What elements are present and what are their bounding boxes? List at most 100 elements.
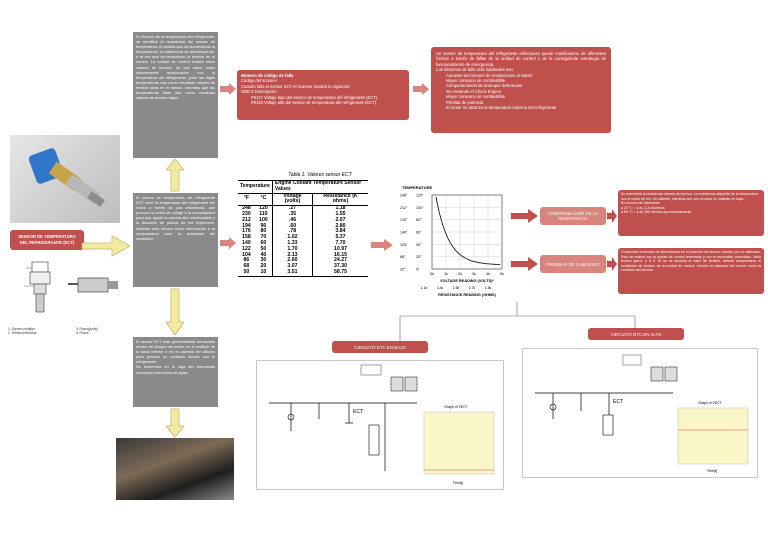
table-cell: .27	[272, 205, 314, 212]
table-cell: 40	[254, 252, 273, 259]
table-cell: 20	[254, 263, 273, 270]
fault-line: Cuando falla el sensor ECT el scanner re…	[241, 83, 351, 89]
curve-title: TEMPERATURE	[402, 185, 432, 190]
table-cell: 10.97	[334, 245, 348, 252]
table-cell: .46	[272, 217, 314, 224]
table-cell: 158	[242, 234, 251, 241]
curve-ytick-f: 176°	[400, 218, 408, 222]
curve-ytick-c: 0°	[416, 268, 420, 272]
curve-xvalue: 1.6k	[453, 286, 460, 290]
table-cell: 2.07	[335, 216, 346, 223]
curve-ytick-c: 100°	[416, 206, 424, 210]
curve-xtick: 0k	[430, 272, 434, 276]
symptom-lead: Los síntomas de falla más habituales son…	[436, 67, 514, 73]
sensor-label: SENSOR DE TEMPERATURA DEL REFRIGERANTE (…	[10, 230, 84, 250]
fault-line: OBD II Descripción.	[241, 89, 278, 95]
table-cell: 70	[254, 234, 273, 241]
curve-ytick-c: 80°	[416, 218, 422, 222]
table-cell: 230	[242, 210, 251, 217]
curve-ytick-f: 104°	[400, 243, 408, 247]
curve-xtick: 2k	[458, 272, 462, 276]
table-cell: 212	[242, 216, 251, 223]
arrow-up-top	[165, 158, 185, 192]
table-cell: 60	[254, 240, 273, 247]
check-resistance-label: COMPROBACIÓN DE LA RESISTENCIA	[540, 207, 606, 225]
table-cell: 2.80	[335, 222, 346, 229]
symptom-box: Un sensor de temperatura del refrigerant…	[431, 47, 611, 133]
curve-ytick-c: 60°	[416, 231, 422, 235]
table-cell: 90	[254, 223, 273, 230]
check-resistance-text: Se determina la resistencia interna del …	[618, 190, 764, 236]
symptom-item: Mayor consumo de combustible	[446, 94, 506, 100]
gray-box-bottom: El sensor ECT está generalmente enroscad…	[133, 337, 218, 407]
check-arrows	[607, 209, 617, 271]
branch-arrows	[511, 209, 538, 271]
symptom-item: Mayor consumo de combustible	[446, 78, 506, 84]
table-cell: 1.70	[272, 246, 314, 253]
engine-photo	[116, 438, 234, 500]
svg-text:Time[s]: Time[s]	[453, 481, 463, 485]
table-cell: 50	[254, 246, 273, 253]
table-cell: 104	[242, 251, 251, 258]
table-cell: 24.27	[334, 257, 348, 264]
curve-ytick-f: 32°	[400, 268, 406, 272]
table-cell: 2.60	[272, 258, 314, 265]
table-cell: 16.15	[334, 251, 348, 258]
table-cell: 1.18	[335, 205, 346, 212]
curve-ytick-f: 140°	[400, 231, 408, 235]
curve-ytick-f: 248°	[400, 194, 408, 198]
table-cell: 1.33	[272, 240, 314, 247]
table-cell: 80	[254, 229, 273, 236]
th-c: °C	[254, 193, 273, 207]
fault-code: P0118 Voltaje alto del sensor de tempera…	[251, 100, 378, 106]
check-wiring-label: PRUEBAS DE CABLEADO	[540, 255, 606, 273]
th-volt: Voltage (volts)	[272, 193, 314, 207]
table-cell: 110	[254, 211, 273, 218]
table-cell: 2.13	[272, 252, 314, 259]
table-cell: 1.02	[272, 234, 314, 241]
symptom-item: Se enciende el Check Engine	[446, 88, 501, 94]
svg-text:ECT: ECT	[353, 409, 363, 415]
table-cell: 50	[243, 268, 250, 275]
svg-text:ECT: ECT	[613, 399, 623, 405]
graph-low: Graph of VECT Time[s]	[416, 402, 498, 486]
arrow-to-symptoms	[413, 83, 429, 95]
table-caption: Tabla 1. Valores sensor ECT	[288, 172, 352, 178]
table-cell: 3.84	[335, 228, 346, 235]
table-cell: 68	[243, 263, 250, 270]
legend-right: 3. Rosca(junta) 4. Rosca	[76, 327, 98, 335]
fault-code: P0117 Voltaje bajo del sensor de tempera…	[251, 94, 379, 100]
curve-xvalue: 1.5k	[485, 286, 492, 290]
table-cell: 194	[242, 222, 251, 229]
table-cell: .35	[272, 211, 314, 218]
left-connectors	[81, 235, 140, 257]
gray-box-mid: El sensor de temperatura del refrigerant…	[133, 193, 218, 287]
curve-ytick-c: 40°	[416, 243, 422, 247]
table-cell: 120	[254, 205, 273, 212]
graph-title: Graph of VECT	[698, 401, 721, 405]
table-cell: .78	[272, 229, 314, 236]
curve-ytick-f: 68°	[400, 255, 406, 259]
curve-xvalue: 2.7k	[469, 286, 476, 290]
symptom-intro: Un sensor de temperatura del refrigerant…	[436, 51, 606, 67]
table-cell: 5.37	[335, 234, 346, 241]
fault-line: Código del scanner	[241, 78, 278, 84]
sensor-diagram	[8, 256, 126, 328]
curve-ytick-c: 20°	[416, 255, 422, 259]
graph-high: Graph of VECT Time[s]	[670, 398, 752, 474]
table-cell: 1.55	[335, 210, 346, 217]
curve-xtick: 1k	[444, 272, 448, 276]
circuit-tree	[399, 302, 636, 342]
curve-xtick: 3k	[472, 272, 476, 276]
